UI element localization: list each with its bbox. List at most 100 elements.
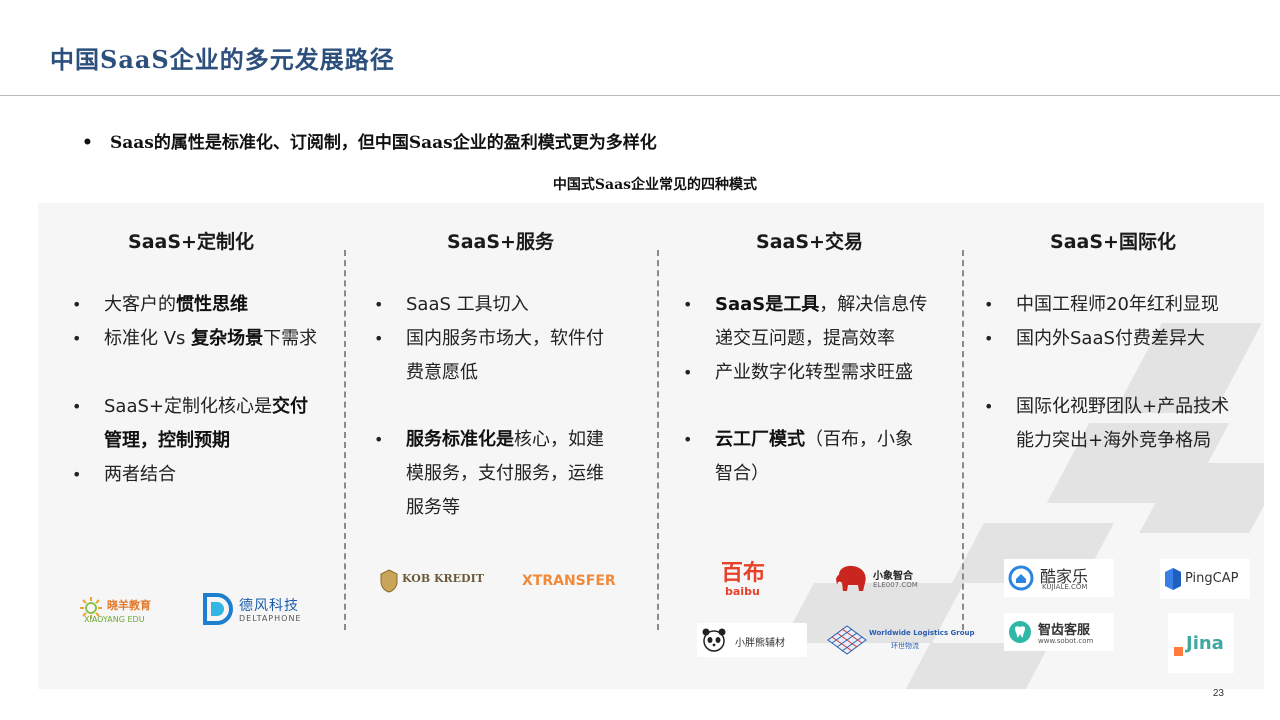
panda-logo: 小胖熊辅材 [697,623,807,657]
bullet-text: 递交互问题，提高效率 [715,328,895,349]
lead-bullet: • Saas的属性是标准化、订阅制，但中国Saas企业的盈利模式更为多样化 [82,128,657,153]
bullet-item: •SaaS是工具，解决信息传递交互问题，提高效率 [683,288,927,356]
crest-icon [380,569,398,593]
bullet-dot: • [683,430,693,449]
bullet-item: • 大客户的惯性思维 [72,288,248,322]
delta-d-icon [203,593,233,625]
bullet-emphasis: SaaS是工具 [715,294,820,315]
bullet-text: 国内服务市场大，软件付 [406,328,604,349]
bullet-item: • 两者结合 [72,458,176,492]
column-trade: SaaS+交易 •SaaS是工具，解决信息传递交互问题，提高效率 •产业数字化转… [657,203,975,689]
bullet-item: • SaaS 工具切入 [374,288,529,322]
bullet-text: 两者结合 [104,464,176,485]
column-customization: SaaS+定制化 • 大客户的惯性思维 • 标准化 Vs 复杂场景下需求 • SaaS… [38,203,344,689]
bullet-text: 下需求 [263,328,318,349]
bullet-emphasis: 惯性思维 [176,294,248,315]
bullet-dot: • [72,295,82,314]
bullet-item: •SaaS+定制化核心是交付管理，控制预期 [72,390,308,458]
bullet-text: 国际化视野团队+产品技术 [1016,396,1230,417]
logo-text: 小象智合 [873,571,913,582]
logo-text: 德风科技 [239,598,299,614]
figure-panel: SaaS+定制化 • 大客户的惯性思维 • 标准化 Vs 复杂场景下需求 • SaaS… [38,203,1264,689]
jina-logo: Jina [1168,613,1234,673]
bullet-text: 国内外SaaS付费差异大 [1016,328,1205,349]
bullet-text: 标准化 Vs [104,328,192,349]
worldwide-logistics-logo: Worldwide Logistics Group 环世物流 [827,623,975,659]
pingcap-cube-icon [1165,568,1181,590]
bullet-item: •国内服务市场大，软件付费意愿低 [374,322,604,390]
bullet-emphasis: 复杂场景 [191,328,264,349]
bullet-dot: • [984,329,994,348]
logo-subtext: DELTAPHONE [239,614,302,623]
bullet-dot: • [683,295,693,314]
panda-icon [702,628,726,652]
kob-kredit-logo: KOB KREDIT [380,567,484,597]
bullet-emphasis: 服务标准化是 [406,429,514,450]
bullet-text: 核心，如建 [514,429,604,450]
xiaoyang-edu-logo: 晓羊教育 XIAOYANG EDU [80,591,190,631]
baibu-logo: 百布 baibu [721,563,781,603]
bullet-text: （百布，小象 [805,429,913,450]
bullet-dot: • [683,363,693,382]
bullet-dot: • [374,329,384,348]
jina-dot-icon [1174,647,1183,656]
column-heading: SaaS+定制化 [128,231,254,253]
globe-grid-icon [827,625,867,655]
bullet-text: 能力突出+海外竞争格局 [1016,430,1212,451]
title-rule [0,95,1280,96]
bullet-text: 服务等 [406,497,460,518]
kujiale-logo: 酷家乐 KUJIALE.COM [1004,559,1114,597]
page-number: 23 [1212,688,1224,699]
logo-subtext: ELE007.COM [873,581,918,589]
bullet-text: 大客户的 [104,294,176,315]
logo-text: PingCAP [1185,571,1239,586]
logo-text: 百布 [721,561,766,586]
deltaphone-logo: 德风科技 DELTAPHONE [203,591,313,631]
bullet-dot: • [72,465,82,484]
logo-subtext: XIAOYANG EDU [84,615,145,624]
logo-text: 酷家乐 [1040,567,1089,586]
logo-text: 智齿客服 [1038,623,1091,638]
bullet-item: • 云工厂模式（百布，小象智合） [683,423,913,491]
bullet-emphasis: 交付 [272,396,308,417]
bullet-text: 模服务，支付服务，运维 [406,463,604,484]
figure-caption: 中国式Saas企业常见的四种模式 [552,177,758,193]
logo-text: XTRANSFER [522,573,616,589]
bullet-dot: • [72,329,82,348]
bullet-text: 产业数字化转型需求旺盛 [715,362,913,383]
logo-subtext: KUJIALE.COM [1042,583,1088,591]
bullet-emphasis: 云工厂模式 [715,429,805,450]
lead-bullet-text: Saas的属性是标准化、订阅制，但中国Saas企业的盈利模式更为多样化 [110,133,657,153]
logo-subtext: 环世物流 [891,642,919,650]
tooth-icon [1009,621,1031,643]
elephant-icon [836,565,866,591]
elephant-logo: 小象智合 ELE007.COM [835,561,945,597]
column-heading: SaaS+服务 [447,231,554,253]
logo-text: 小胖熊辅材 [735,638,785,649]
bullet-item: •中国工程师20年红利显现 [984,288,1219,322]
bullet-item: • 标准化 Vs 复杂场景下需求 [72,322,318,356]
bullet-dot: • [82,133,93,153]
home-pin-icon [1008,565,1034,591]
column-heading: SaaS+交易 [756,231,863,253]
slide-title: 中国SaaS企业的多元发展路径 [50,45,395,74]
bullet-item: • 产业数字化转型需求旺盛 [683,356,913,390]
pingcap-logo: PingCAP [1160,559,1250,599]
bullet-item: • 国内外SaaS付费差异大 [984,322,1205,356]
logo-text: 晓羊教育 [107,599,151,612]
bullet-item: •服务标准化是核心，如建模服务，支付服务，运维服务等 [374,423,604,525]
column-divider [344,250,346,630]
logo-subtext: www.sobot.com [1038,637,1094,645]
bullet-dot: • [374,295,384,314]
bullet-text: 智合） [715,463,769,484]
logo-text: KOB KREDIT [402,572,484,585]
logo-subtext: baibu [725,585,760,598]
bullet-text: SaaS 工具切入 [406,294,529,315]
bullet-text: 中国工程师20年红利显现 [1016,294,1219,315]
bullet-dot: • [984,397,994,416]
bullet-dot: • [72,397,82,416]
column-internationalization: SaaS+国际化 •中国工程师20年红利显现 •国内外SaaS付费差异大 •国际… [962,203,1264,689]
zhichi-logo: 智齿客服 www.sobot.com [1004,613,1114,651]
bullet-text: SaaS+定制化核心是 [104,396,272,417]
logo-text: Jina [1186,633,1224,654]
